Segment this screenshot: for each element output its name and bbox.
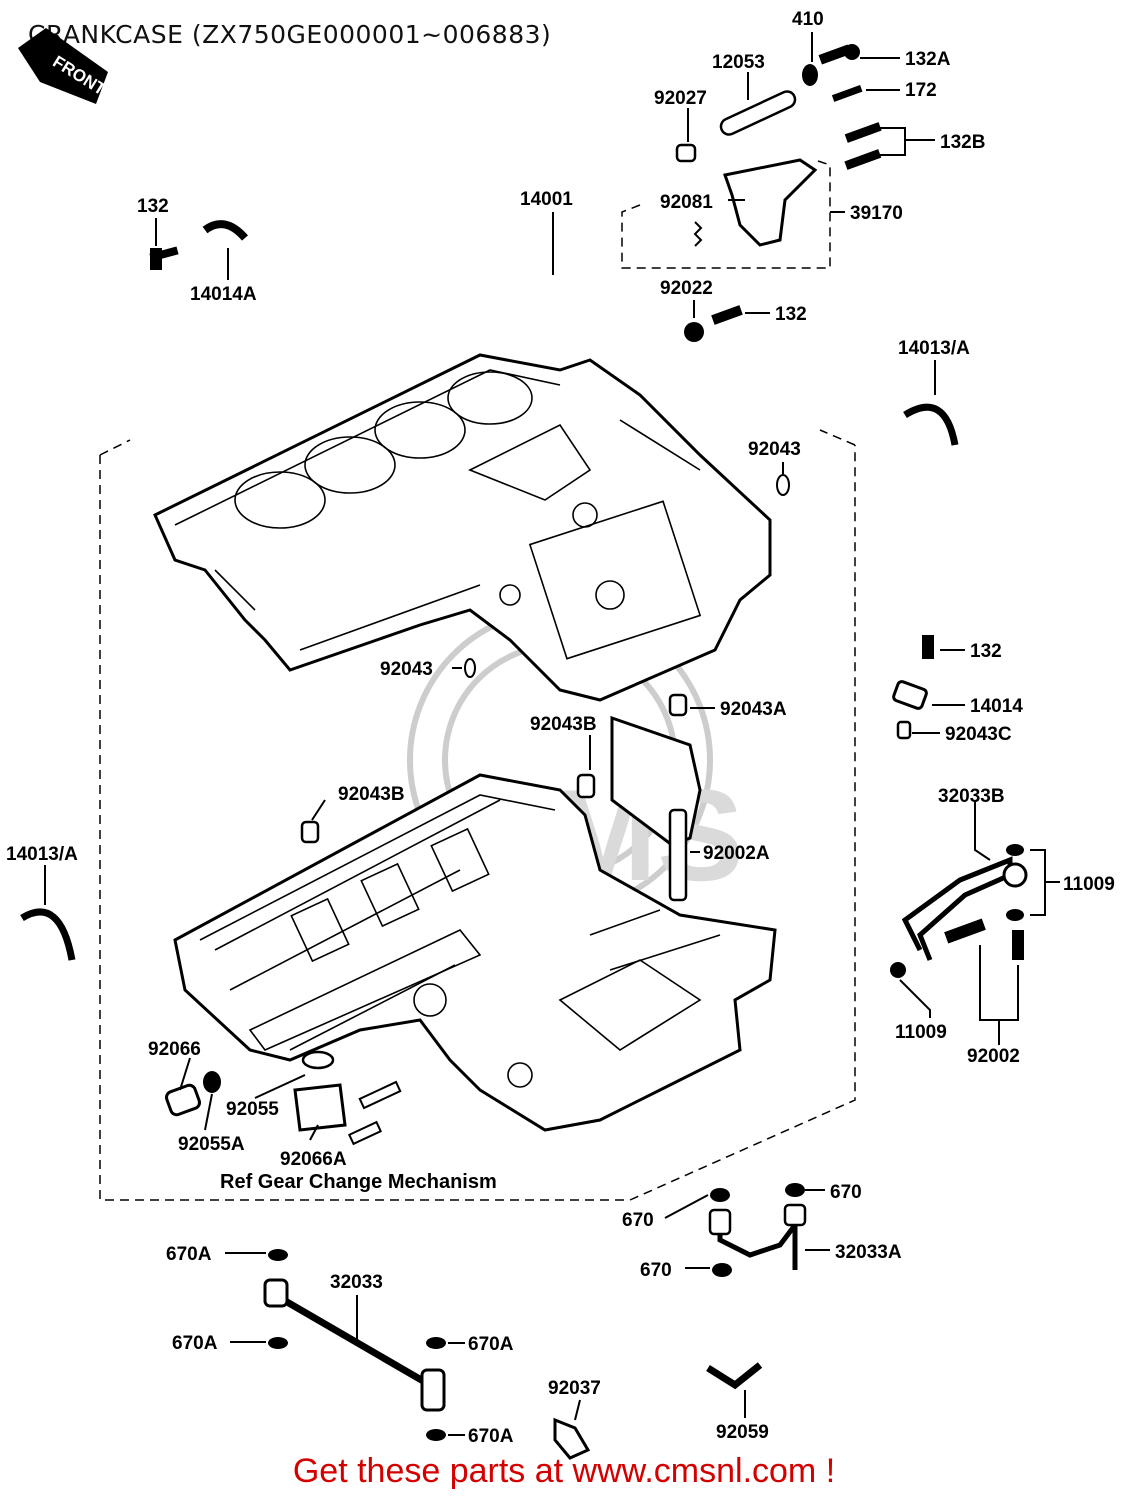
- label-14014: 14014: [970, 696, 1023, 717]
- label-670-a: 670: [830, 1182, 862, 1203]
- hose-icon-92059: [706, 1362, 763, 1390]
- label-92043b-a: 92043B: [530, 714, 597, 735]
- fitting-icon-92037: [553, 1417, 591, 1460]
- diagram-title: CRANKCASE (ZX750GE000001~006883): [28, 20, 552, 49]
- footer-link[interactable]: Get these parts at www.cmsnl.com !: [292, 1452, 836, 1490]
- label-32033a: 32033A: [835, 1242, 902, 1263]
- pipe-icon-32033: [263, 1278, 446, 1412]
- spring-icon-92081: [693, 221, 703, 247]
- bolt-icon-132-right: [922, 635, 934, 659]
- label-670-c: 670: [640, 1260, 672, 1281]
- clamp-icon-14014: [892, 680, 928, 710]
- lower-crankcase: [173, 773, 777, 1132]
- label-670a-d: 670A: [468, 1426, 514, 1447]
- dowel-icon-92043b-b: [300, 820, 320, 844]
- oring-icon-670a: [268, 1249, 446, 1441]
- pin-icon-92027: [675, 143, 697, 163]
- assembly-frame: [99, 429, 856, 1201]
- label-92066: 92066: [148, 1039, 201, 1060]
- halfring-icon-14013a-right: [903, 403, 959, 446]
- label-92043b-b: 92043B: [338, 784, 405, 805]
- label-92002a: 92002A: [703, 843, 770, 864]
- label-32033b: 32033B: [938, 786, 1005, 807]
- label-670a-b: 670A: [172, 1333, 218, 1354]
- label-92055a: 92055A: [178, 1134, 245, 1155]
- label-39170: 39170: [850, 203, 903, 224]
- label-670a-c: 670A: [468, 1334, 514, 1355]
- bolt-icon-132a: [818, 44, 860, 65]
- dowel-icon-92043a: [668, 693, 688, 717]
- pin-icon-172: [831, 85, 863, 102]
- label-92002: 92002: [967, 1046, 1020, 1067]
- front-arrow-icon: FRONT: [18, 28, 110, 104]
- label-132-right: 132: [970, 641, 1002, 662]
- label-92027: 92027: [654, 88, 707, 109]
- label-14013a-left: 14013/A: [6, 844, 78, 865]
- plug-icon-92066: [164, 1071, 221, 1117]
- label-14001: 14001: [520, 189, 573, 210]
- nut-icon-410: [802, 64, 818, 86]
- clip-icon-14014a: [202, 220, 249, 241]
- label-11009-b: 11009: [895, 1022, 947, 1043]
- label-12053: 12053: [712, 52, 765, 73]
- bolt-icon-132-mid: [711, 305, 743, 325]
- label-132-top: 132: [137, 196, 169, 217]
- label-132b: 132B: [940, 132, 985, 153]
- label-92037: 92037: [548, 1378, 601, 1399]
- label-11009-a: 11009: [1063, 874, 1115, 895]
- bolt-icon-132b: [844, 122, 882, 170]
- pipe-icon-32033a: [708, 1203, 807, 1270]
- label-92055: 92055: [226, 1099, 279, 1120]
- label-670-b: 670: [622, 1210, 654, 1231]
- label-410: 410: [792, 9, 824, 30]
- label-92081: 92081: [660, 192, 713, 213]
- ref-note: Ref Gear Change Mechanism: [220, 1171, 497, 1193]
- shaft-icon-12053: [719, 90, 797, 136]
- filter-icon-92055: [293, 1050, 347, 1132]
- label-92059: 92059: [716, 1422, 769, 1443]
- label-92043c: 92043C: [945, 724, 1012, 745]
- label-92043a: 92043A: [720, 699, 787, 720]
- label-132-mid: 132: [775, 304, 807, 325]
- label-670a-a: 670A: [166, 1244, 212, 1265]
- label-92022: 92022: [660, 278, 713, 299]
- oring-icon-11009: [890, 844, 1024, 978]
- bracket-icon-39170: [723, 158, 818, 247]
- dowel-icon-92043b-a: [576, 773, 596, 799]
- label-14014a: 14014A: [190, 284, 257, 305]
- oring-icon-92043: [464, 474, 790, 678]
- halfring-icon-14013a-left: [20, 908, 76, 961]
- label-92043-mid: 92043: [380, 659, 433, 680]
- nut-icon-92022: [684, 322, 704, 342]
- leader-lines: [44, 32, 1060, 1436]
- label-132a: 132A: [905, 49, 951, 70]
- bracket-39170: [621, 159, 831, 269]
- bolt-icon-92002: [944, 918, 1024, 960]
- dowel-icon-92043c: [896, 720, 912, 740]
- label-92066a: 92066A: [280, 1149, 347, 1170]
- oring-icon-670: [710, 1183, 805, 1277]
- pipe-icon-32033b: [901, 856, 1028, 961]
- stud-icon-92002a: [668, 808, 688, 902]
- label-32033: 32033: [330, 1272, 383, 1293]
- label-14013a-right: 14013/A: [898, 338, 970, 359]
- label-172: 172: [905, 80, 937, 101]
- upper-crankcase: [153, 353, 772, 702]
- stud-icon-92066a: [347, 1080, 402, 1146]
- label-92043-top: 92043: [748, 439, 801, 460]
- part-labels: 410 12053 132A 172 92027 132B 132 14001 …: [6, 9, 1115, 1447]
- bolt-icon-132-top: [149, 246, 179, 270]
